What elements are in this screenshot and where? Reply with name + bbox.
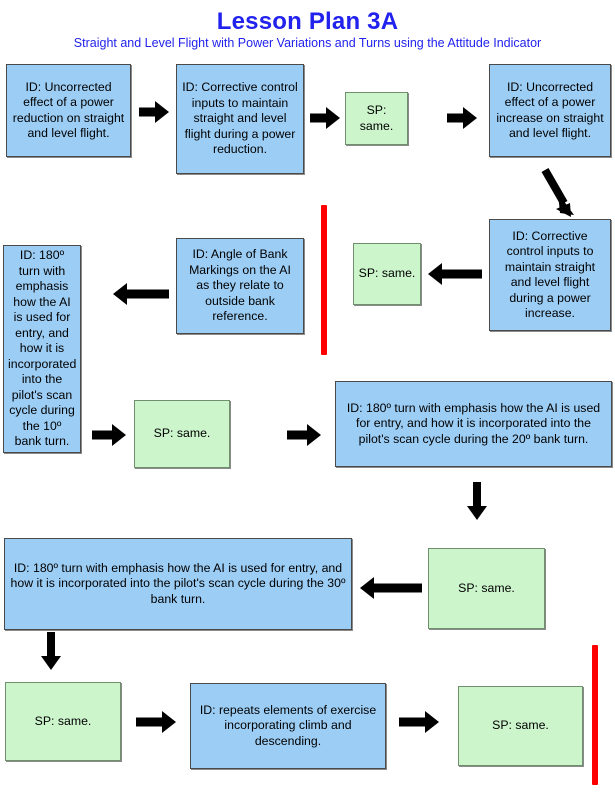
- arrow-shaft: [287, 430, 309, 440]
- connector-a10: [360, 577, 422, 599]
- node-n6[interactable]: SP: same.: [353, 243, 421, 305]
- arrow-head: [162, 711, 176, 733]
- node-n7-text: ID: Angle of Bank Markings on the AI as …: [189, 247, 291, 324]
- arrow-head: [112, 424, 126, 446]
- arrow-shaft: [310, 113, 330, 123]
- node-n11[interactable]: SP: same.: [428, 548, 545, 629]
- node-n3[interactable]: SP: same.: [345, 92, 408, 145]
- connector-a6: [113, 283, 169, 305]
- arrow-head: [307, 424, 321, 446]
- arrow-head: [155, 101, 169, 123]
- connector-a13: [399, 711, 439, 733]
- arrow-head: [463, 107, 477, 129]
- node-n2[interactable]: ID: Corrective control inputs to maintai…: [176, 64, 304, 174]
- node-n8-text: ID: 180º turn with emphasis how the AI i…: [8, 248, 77, 449]
- connector-a8: [287, 424, 321, 446]
- node-n10-text: ID: 180º turn with emphasis how the AI i…: [346, 400, 601, 446]
- arrow-shaft: [399, 717, 427, 727]
- arrow-head: [467, 506, 487, 520]
- arrow-shaft: [139, 107, 159, 117]
- arrow-shaft: [473, 482, 481, 508]
- connector-a9: [466, 482, 488, 520]
- node-n4-text: ID: Uncorrected effect of a power increa…: [496, 79, 604, 141]
- node-n8[interactable]: ID: 180º turn with emphasis how the AI i…: [3, 245, 81, 453]
- connector-a4: [541, 168, 574, 217]
- page-title: Lesson Plan 3A: [216, 8, 399, 35]
- node-n13[interactable]: SP: same.: [5, 682, 121, 761]
- connector-a1: [139, 101, 169, 123]
- divider-d1: [321, 205, 327, 355]
- node-n9[interactable]: SP: same.: [134, 400, 230, 468]
- arrow-head: [326, 107, 340, 129]
- arrow-head: [425, 711, 439, 733]
- node-n2-text: ID: Corrective control inputs to maintai…: [182, 80, 298, 157]
- arrow-shaft: [372, 583, 422, 593]
- node-n13-text: SP: same.: [34, 713, 92, 728]
- connector-a11: [40, 632, 62, 670]
- arrow-shaft: [440, 269, 482, 279]
- arrow-head: [360, 577, 374, 599]
- page-subtitle: Straight and Level Flight with Power Var…: [73, 36, 542, 50]
- arrow-shaft: [125, 289, 169, 299]
- arrow-shaft: [136, 717, 164, 727]
- node-n11-text: SP: same.: [458, 580, 515, 595]
- node-n12-text: ID: 180º turn with emphasis how the AI i…: [10, 560, 346, 606]
- arrow-head: [41, 656, 61, 670]
- arrow-shaft: [47, 632, 55, 658]
- arrow-shaft: [447, 113, 467, 123]
- node-n3-text: SP: same.: [359, 103, 394, 133]
- node-n7[interactable]: ID: Angle of Bank Markings on the AI as …: [176, 238, 304, 334]
- connector-a12: [136, 711, 176, 733]
- arrow-head: [113, 283, 127, 305]
- node-n14-text: ID: repeats elements of exercise incorpo…: [199, 702, 377, 748]
- node-n12[interactable]: ID: 180º turn with emphasis how the AI i…: [4, 538, 352, 630]
- node-n14[interactable]: ID: repeats elements of exercise incorpo…: [190, 683, 386, 769]
- connector-a7: [92, 424, 126, 446]
- connector-a2: [310, 107, 340, 129]
- arrow-shaft: [92, 430, 114, 440]
- divider-d2: [592, 645, 598, 785]
- node-n1[interactable]: ID: Uncorrected effect of a power reduct…: [6, 64, 131, 157]
- connector-a3: [447, 107, 477, 129]
- arrow-head: [428, 263, 442, 285]
- node-n5[interactable]: ID: Corrective control inputs to maintai…: [489, 219, 611, 331]
- node-n9-text: SP: same.: [153, 426, 211, 441]
- node-n10[interactable]: ID: 180º turn with emphasis how the AI i…: [335, 381, 612, 467]
- node-n1-text: ID: Uncorrected effect of a power reduct…: [12, 79, 125, 141]
- node-n15-text: SP: same.: [492, 718, 549, 733]
- node-n6-text: SP: same.: [358, 266, 416, 281]
- node-n5-text: ID: Corrective control inputs to maintai…: [504, 228, 596, 321]
- node-n4[interactable]: ID: Uncorrected effect of a power increa…: [489, 64, 611, 157]
- node-n15[interactable]: SP: same.: [458, 686, 583, 766]
- arrow-diagonal-glyph: [541, 168, 574, 217]
- connector-a5: [428, 263, 482, 285]
